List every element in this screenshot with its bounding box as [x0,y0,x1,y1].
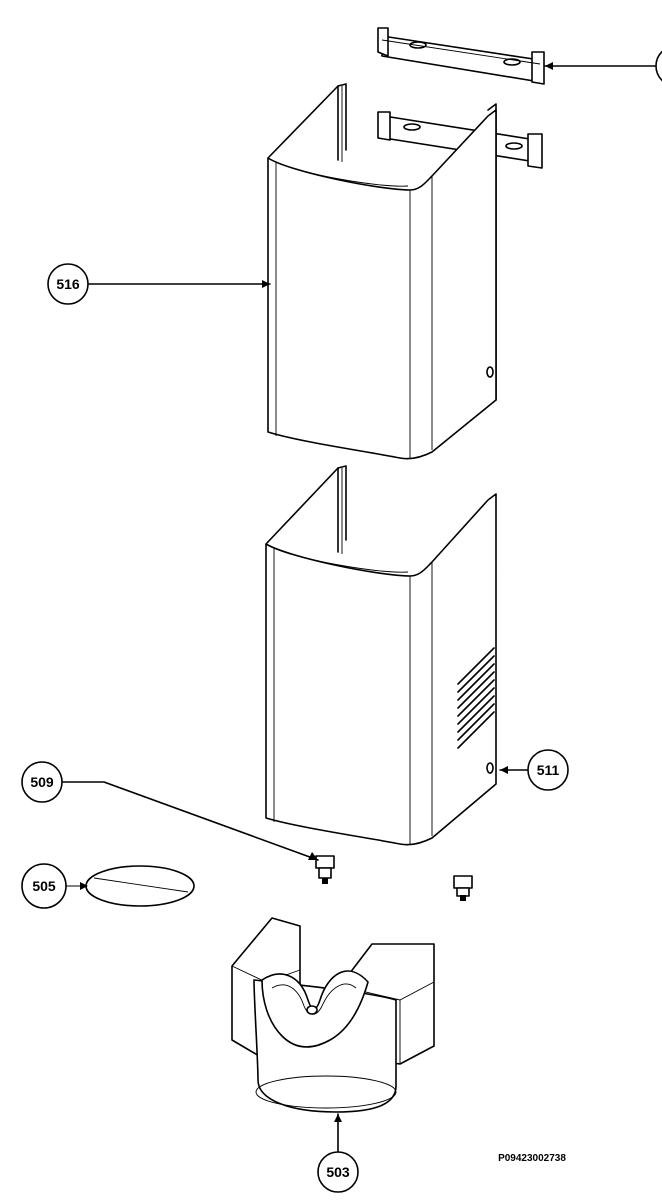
cover-clip-left [315,855,335,884]
callout-505: 505 [21,863,67,909]
leader-lines [59,62,656,1153]
callout-509-label: 509 [30,774,54,790]
top-mounting-bracket [377,27,545,85]
leader-509 [59,781,319,861]
callout-516-label: 516 [56,276,80,292]
callout-509: 509 [21,761,63,803]
lower-chimney-cover [265,465,497,846]
callout-516: 516 [47,263,89,305]
flap-disc [85,865,195,907]
cover-clip-right [453,875,473,901]
air-diverter [231,917,435,1113]
callout-511: 511 [527,749,569,791]
ventilation-slots [457,647,495,749]
upper-chimney-cover [267,83,497,460]
callout-503-label: 503 [326,1164,350,1180]
callout-505-label: 505 [32,878,56,894]
document-code: P09423002738 [498,1153,566,1164]
callout-top-bracket [655,50,662,82]
callout-503: 503 [317,1151,359,1193]
callout-511-label: 511 [537,762,560,778]
